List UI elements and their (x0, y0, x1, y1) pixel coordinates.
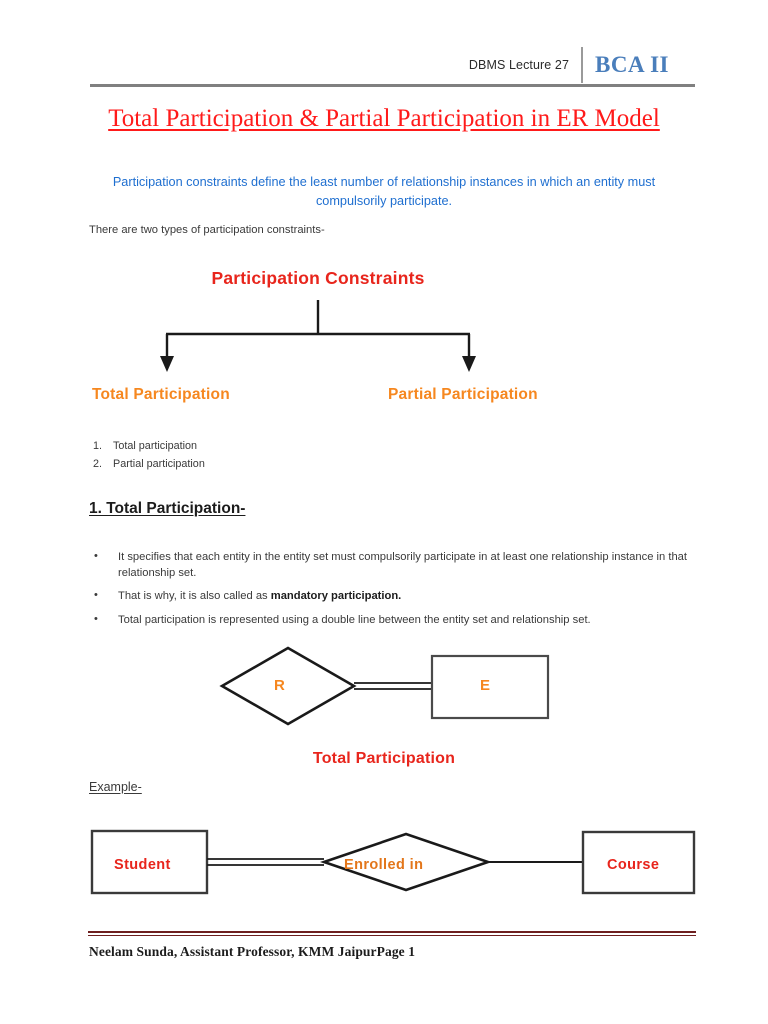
example-label: Example- (89, 780, 142, 794)
er-relationship-enrolled-label: Enrolled in (344, 857, 424, 873)
bullet-item: It specifies that each entity in the ent… (94, 549, 718, 581)
bullet-text: That is why, it is also called as (118, 590, 271, 602)
header-divider (581, 47, 584, 83)
bullet-item: That is why, it is also called as mandat… (94, 588, 718, 605)
participation-constraints-tree: Participation Constraints Total Particip… (0, 268, 768, 416)
tree-arrow-right (462, 356, 476, 372)
footer-rule-bottom (88, 935, 696, 936)
list-item: Total participation (105, 438, 205, 456)
footer-rule-top (88, 931, 696, 933)
section-heading-total-participation: 1. Total Participation- (89, 500, 246, 517)
tree-leaf-partial-participation: Partial Participation (388, 386, 538, 403)
entity-course-rectangle (581, 830, 696, 895)
header-rule (90, 84, 695, 87)
er-diagram-caption: Total Participation (312, 750, 456, 767)
list-item: Partial participation (105, 456, 205, 474)
participation-types-list: Total participation Partial participatio… (75, 438, 205, 473)
footer-text: Neelam Sunda, Assistant Professor, KMM J… (89, 944, 416, 959)
intro-text: There are two types of participation con… (89, 224, 325, 236)
er-entity-course-label: Course (607, 857, 660, 873)
total-participation-bullets: It specifies that each entity in the ent… (78, 549, 718, 636)
er-entity-label: E (480, 677, 491, 694)
tree-arrow-left (160, 356, 174, 372)
er-entity-student-label: Student (114, 857, 171, 873)
header-lecture-label: DBMS Lecture 27 (468, 58, 570, 72)
er-diagram-1-svg (219, 646, 550, 726)
tree-leaf-total-participation: Total Participation (92, 386, 230, 403)
bullet-item: Total participation is represented using… (94, 612, 718, 629)
er-diagram-2-svg (90, 829, 696, 895)
er-diagram-example: Student Enrolled in Course (88, 826, 768, 906)
relationship-diamond (219, 646, 357, 726)
header-course-label: BCA II (595, 52, 669, 77)
er-diagram-total-participation: R E (200, 638, 580, 734)
er-relationship-label: R (274, 677, 286, 694)
bullet-bold-text: mandatory participation. (270, 590, 402, 602)
entity-rectangle (430, 654, 550, 720)
bullet-text: It specifies that each entity in the ent… (118, 551, 688, 579)
entity-student-rectangle (90, 829, 209, 895)
tree-connector-svg (160, 300, 476, 372)
page-title: Total Participation & Partial Participat… (108, 105, 660, 132)
bullet-text: Total participation is represented using… (118, 613, 591, 626)
tree-root-label: Participation Constraints (211, 268, 425, 288)
document-header: DBMS Lecture 27 BCA II (90, 44, 695, 86)
page-subtitle: Participation constraints define the lea… (112, 175, 656, 208)
